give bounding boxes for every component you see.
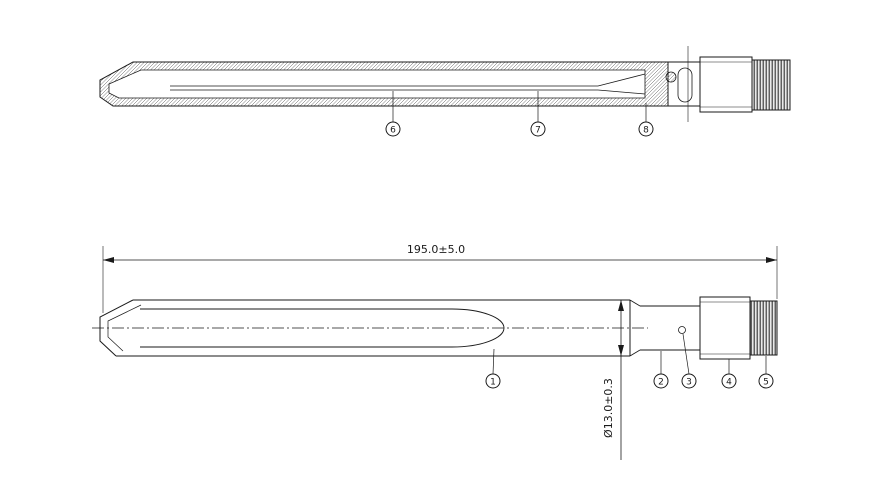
callout-4: 4	[721, 359, 737, 389]
callout-1: 1	[485, 348, 501, 389]
tube-tip	[99, 299, 134, 357]
length-dimension: 195.0±5.0	[102, 243, 778, 313]
callout-5-circle	[758, 373, 774, 389]
top-view-callouts: 6 7 8	[385, 91, 654, 137]
neck-chamfer-top	[629, 299, 641, 307]
tube-tip-inner-line	[107, 304, 142, 352]
diameter-arrow-up	[618, 300, 624, 311]
diameter-arrow-down	[618, 345, 624, 356]
element-rod	[170, 73, 646, 95]
callout-1-circle	[485, 373, 501, 389]
diameter-dimension-text: Ø13.0±0.3	[602, 378, 615, 438]
knurled-nut-top	[751, 59, 791, 111]
callout-6-label: 6	[390, 125, 396, 135]
contact-coil	[665, 71, 677, 83]
bottom-view-outline: 195.0±5.0	[92, 243, 778, 460]
length-arrow-left	[103, 257, 114, 263]
neck-detail-dot	[678, 326, 686, 334]
callout-2: 2	[653, 351, 669, 389]
top-view-section	[99, 46, 791, 122]
callout-5-label: 5	[763, 377, 769, 387]
contact-pin-capsule	[677, 67, 693, 103]
callout-3-leader	[682, 333, 690, 375]
callout-8-label: 8	[643, 125, 649, 135]
length-dimension-text: 195.0±5.0	[407, 243, 465, 256]
radome-inner-bore	[108, 69, 646, 99]
callout-7: 7	[530, 91, 546, 137]
connector-body-bottom	[699, 296, 751, 360]
bottom-view-callouts: 1 2 3 4 5	[485, 333, 774, 389]
inner-element-outline	[140, 308, 505, 348]
length-arrow-right	[766, 257, 777, 263]
callout-3: 3	[681, 333, 697, 389]
callout-2-circle	[653, 373, 669, 389]
callout-7-label: 7	[535, 125, 541, 135]
diameter-dimension: Ø13.0±0.3	[602, 300, 624, 460]
knurled-nut-bottom	[749, 300, 778, 356]
callout-1-label: 1	[490, 377, 496, 387]
callout-8-circle	[638, 121, 654, 137]
callout-4-label: 4	[726, 377, 732, 387]
callout-3-circle	[681, 373, 697, 389]
callout-7-circle	[530, 121, 546, 137]
callout-8: 8	[638, 103, 654, 137]
callout-5: 5	[758, 356, 774, 389]
callout-4-circle	[721, 373, 737, 389]
callout-3-label: 3	[686, 377, 692, 387]
callout-6-circle	[385, 121, 401, 137]
connector-body-top	[699, 56, 753, 113]
callout-2-label: 2	[658, 377, 664, 387]
callout-6: 6	[385, 91, 401, 137]
neck-chamfer-bottom	[629, 349, 641, 357]
callout-1-leader	[492, 348, 495, 375]
